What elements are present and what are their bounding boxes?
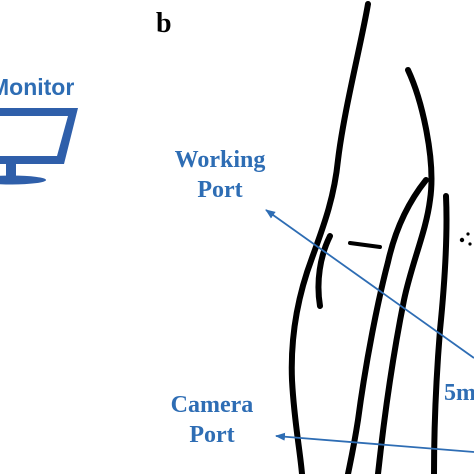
- working-port-label-line2: Port: [197, 177, 243, 203]
- sketch-lateral-edge: [431, 193, 450, 474]
- monitor-icon: [0, 108, 78, 185]
- sketch-outer-contour: [288, 1, 371, 474]
- camera-port-label-line2: Port: [189, 422, 235, 448]
- working-port-arrow: [265, 209, 474, 359]
- sketch-tibia-line: [345, 177, 429, 474]
- working-port-label-line1: Working: [174, 147, 266, 173]
- camera-port-arrow: [275, 432, 474, 453]
- knee-sketch: [288, 1, 450, 474]
- monitor-label: Monitor: [0, 74, 75, 100]
- sketch-inner-contour: [375, 67, 435, 474]
- working-port-label: Working Port: [150, 145, 290, 205]
- camera-port-label: Camera Port: [142, 390, 282, 450]
- camera-port-label-line1: Camera: [170, 392, 254, 418]
- sketch-incision-dash: [348, 241, 382, 249]
- panel-letter: b: [156, 8, 172, 39]
- size-label: 5m: [444, 380, 474, 406]
- sketch-patella-line: [315, 233, 333, 309]
- incision-marks: [459, 232, 472, 246]
